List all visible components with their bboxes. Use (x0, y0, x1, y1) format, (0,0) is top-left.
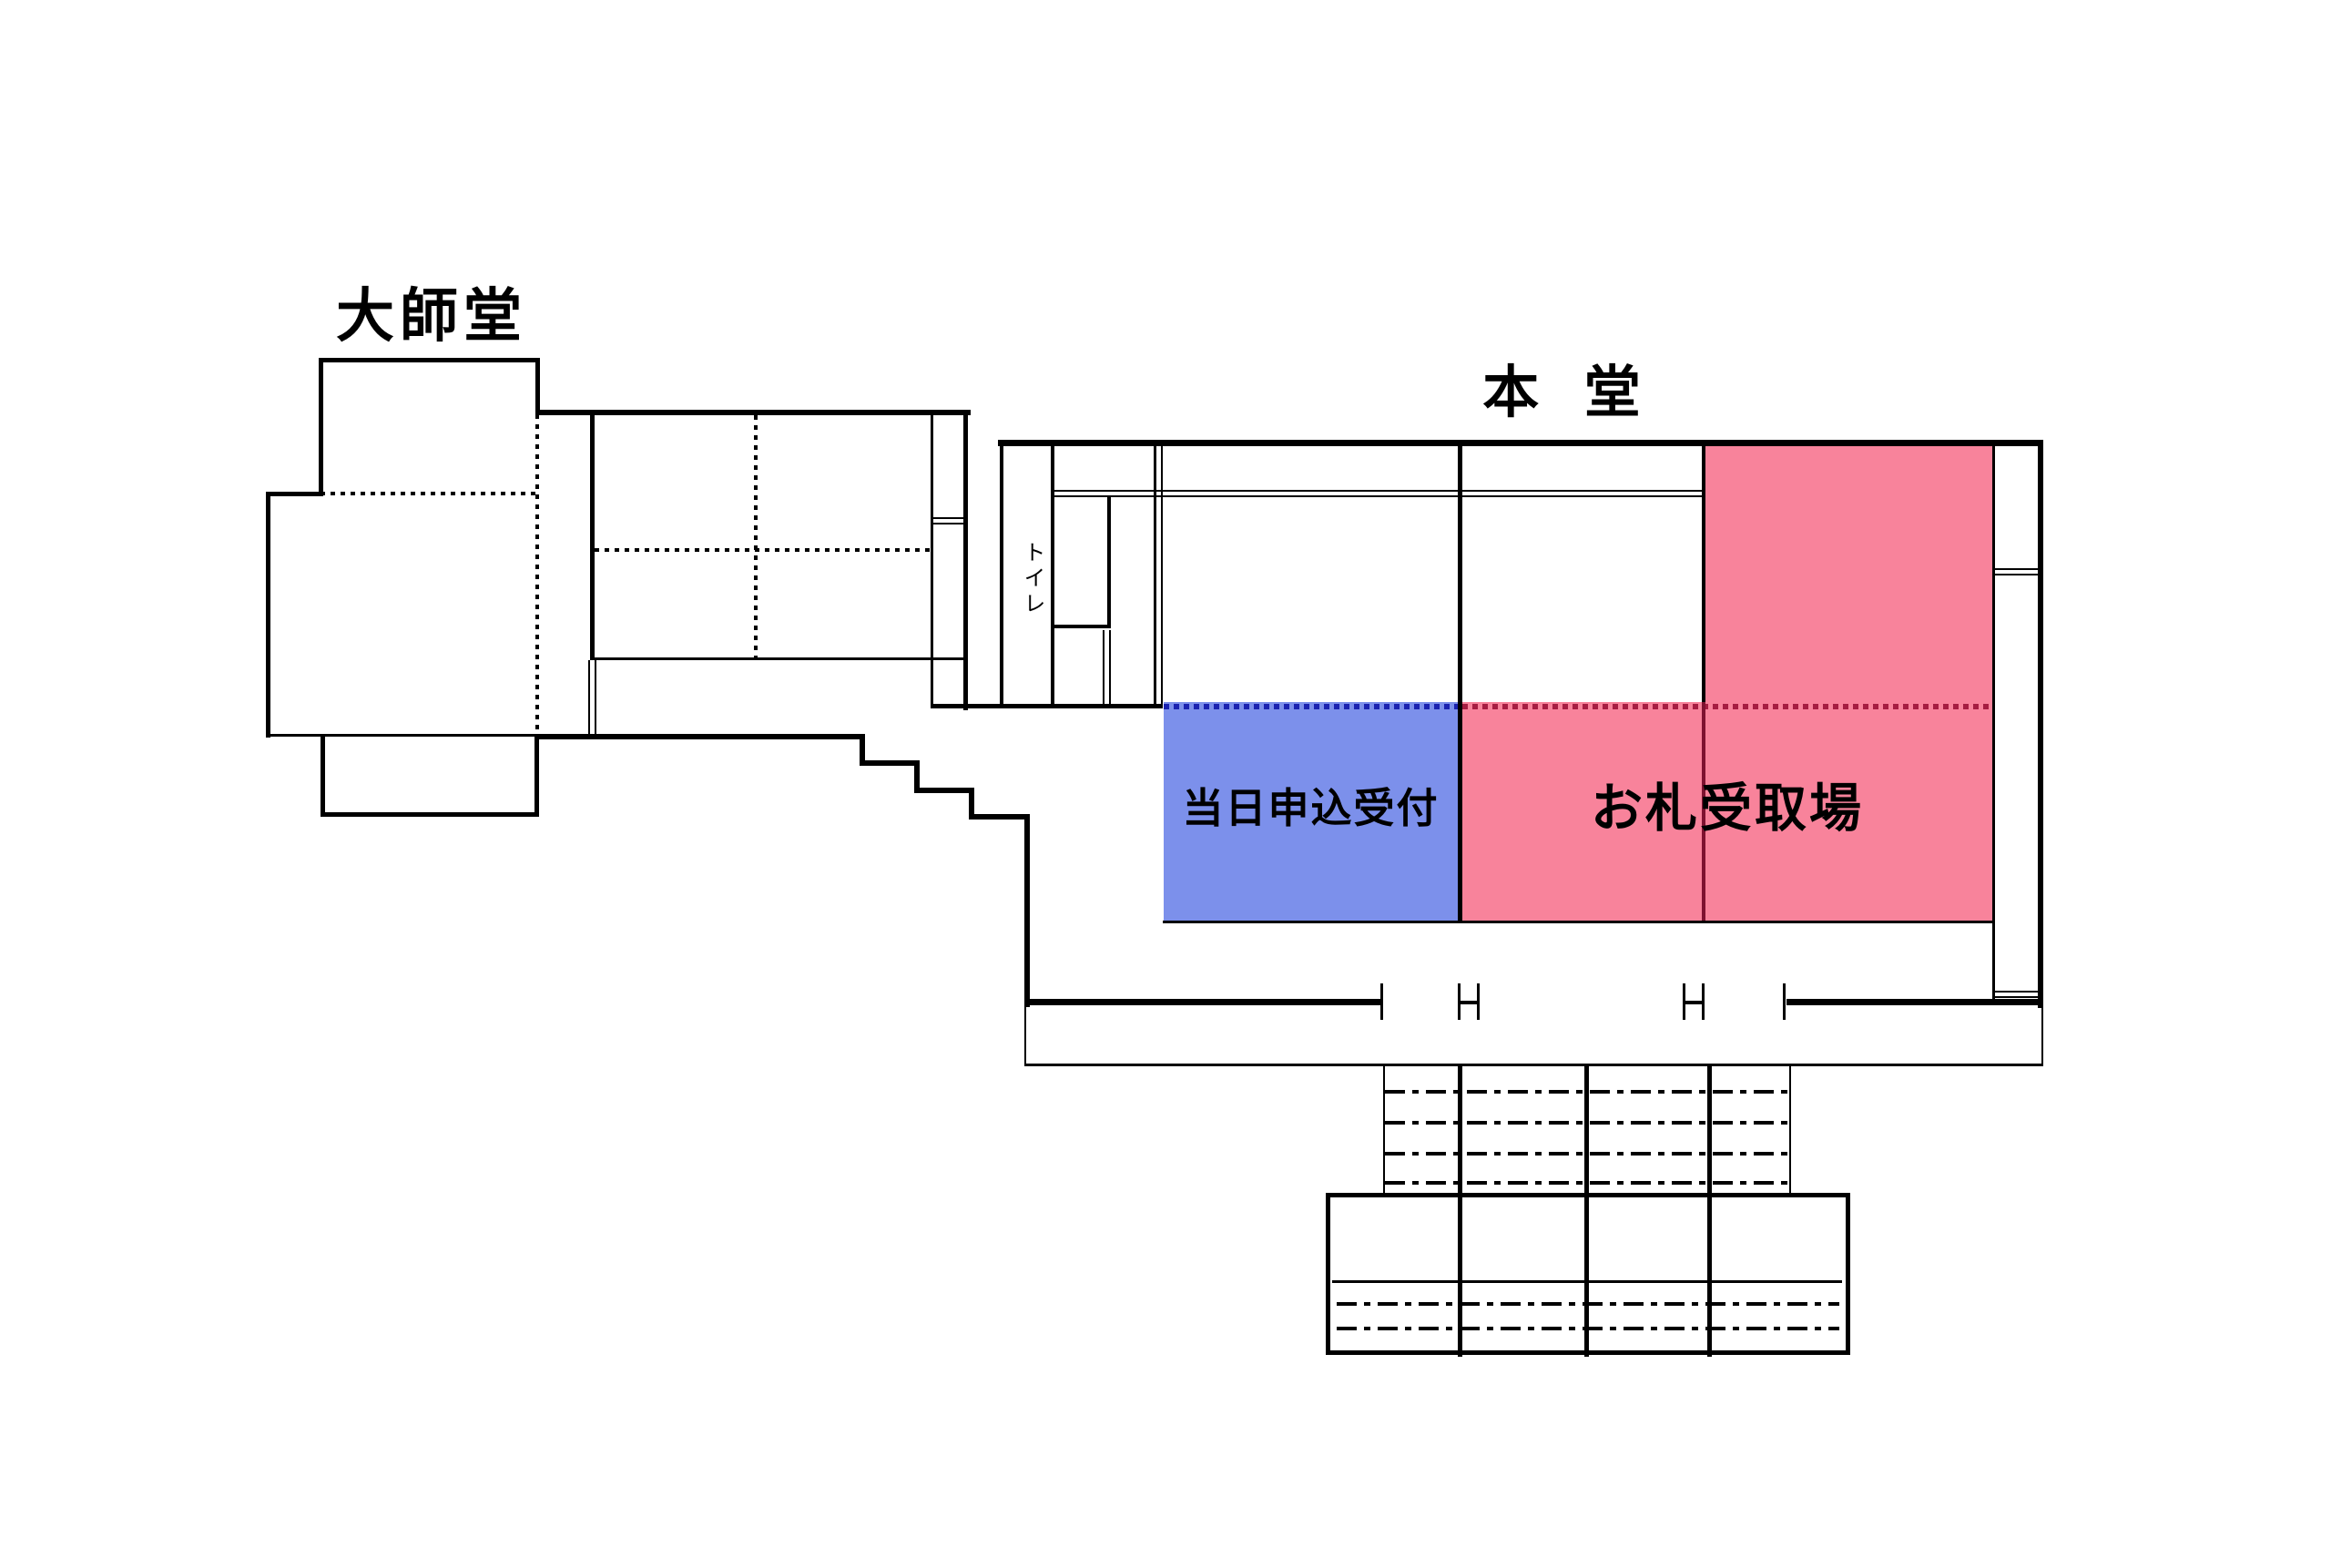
wall (321, 737, 325, 817)
wall (535, 358, 540, 414)
door-line (1995, 568, 2038, 570)
wall (1000, 440, 1003, 708)
wall-thin (2041, 1005, 2043, 1066)
wall (319, 358, 323, 496)
partition-dotted (754, 415, 758, 659)
wall-thin (1161, 440, 1163, 708)
wall (535, 734, 865, 739)
wall (998, 440, 2043, 446)
wall (1786, 999, 2043, 1005)
door-line (588, 660, 590, 737)
stair-edge (914, 788, 974, 793)
door-tick (1380, 983, 1383, 1020)
wall (1458, 440, 1462, 922)
stair-edge (969, 788, 974, 820)
wall-thin (1024, 1064, 2043, 1066)
step-dashdot (1337, 1302, 1839, 1306)
wall (266, 492, 270, 738)
door-line (933, 517, 963, 519)
wall (1024, 814, 1030, 1007)
wall (2038, 440, 2043, 1008)
wall (590, 410, 595, 660)
door-tick (1783, 983, 1786, 1020)
partition-dotted (321, 492, 537, 495)
step-line (1458, 1064, 1462, 1357)
door-line (933, 523, 963, 524)
wall (1054, 625, 1111, 628)
wall-in-pink (1702, 702, 1705, 922)
reception-dotted-boundary (1164, 704, 1458, 709)
wall-thin (1163, 921, 1992, 923)
main-hall-label: 本 堂 (1482, 359, 1654, 425)
stair-edge (969, 814, 1030, 820)
step-line (1707, 1064, 1712, 1357)
door-line (1995, 996, 2038, 998)
wall (321, 812, 539, 817)
wall (963, 410, 968, 710)
same-day-reception-label: 当日申込受付 (1182, 784, 1440, 832)
ofuda-pickup-area-lower (1462, 702, 1992, 922)
partition-dotted (535, 414, 539, 737)
ofuda-pickup-label: お札受取場 (1591, 778, 1864, 839)
wall-thin (592, 657, 965, 660)
entrance-landing (1326, 1193, 1850, 1355)
door-line (1995, 574, 2038, 575)
wall (535, 410, 971, 415)
daishido-hall-label: 大師堂 (336, 282, 527, 351)
wall (319, 358, 540, 362)
wall (1702, 440, 1705, 702)
step-dashdot (1385, 1152, 1789, 1156)
ofuda-pickup-area-upper (1705, 443, 1992, 702)
same-day-reception-area (1164, 702, 1458, 922)
wall (266, 492, 323, 496)
wall-thin (931, 410, 933, 708)
partition-dotted (595, 548, 931, 552)
step-line (1383, 1064, 1385, 1195)
stair-edge (914, 760, 920, 793)
step-line (1584, 1064, 1589, 1357)
wall-thin (1024, 1005, 1026, 1066)
door-line (1995, 991, 2038, 993)
door-line (1458, 1001, 1480, 1004)
door-line (1109, 630, 1111, 706)
wall-thin (1332, 1280, 1842, 1283)
door-line (595, 660, 596, 737)
stair-edge (860, 734, 865, 766)
stair-edge (860, 760, 920, 766)
wall (931, 704, 1163, 708)
ofuda-dotted-boundary (1462, 704, 1992, 709)
step-dashdot (1337, 1327, 1839, 1330)
wall-thin (1054, 495, 1704, 497)
step-dashdot (1385, 1090, 1789, 1094)
wall (534, 737, 539, 817)
wall-thin (1154, 440, 1156, 708)
step-dashdot (1385, 1181, 1789, 1185)
door-line (1683, 1001, 1705, 1004)
wall-thin (1054, 490, 1704, 492)
wall-thin (1992, 446, 1995, 1004)
toilet-label: トイレ (1020, 541, 1045, 617)
wall (1051, 440, 1054, 708)
step-dashdot (1385, 1121, 1789, 1125)
step-line (1789, 1064, 1791, 1195)
wall (1024, 999, 1383, 1005)
wall (1107, 497, 1111, 628)
door-line (1103, 630, 1104, 706)
wall-thin (266, 734, 539, 737)
